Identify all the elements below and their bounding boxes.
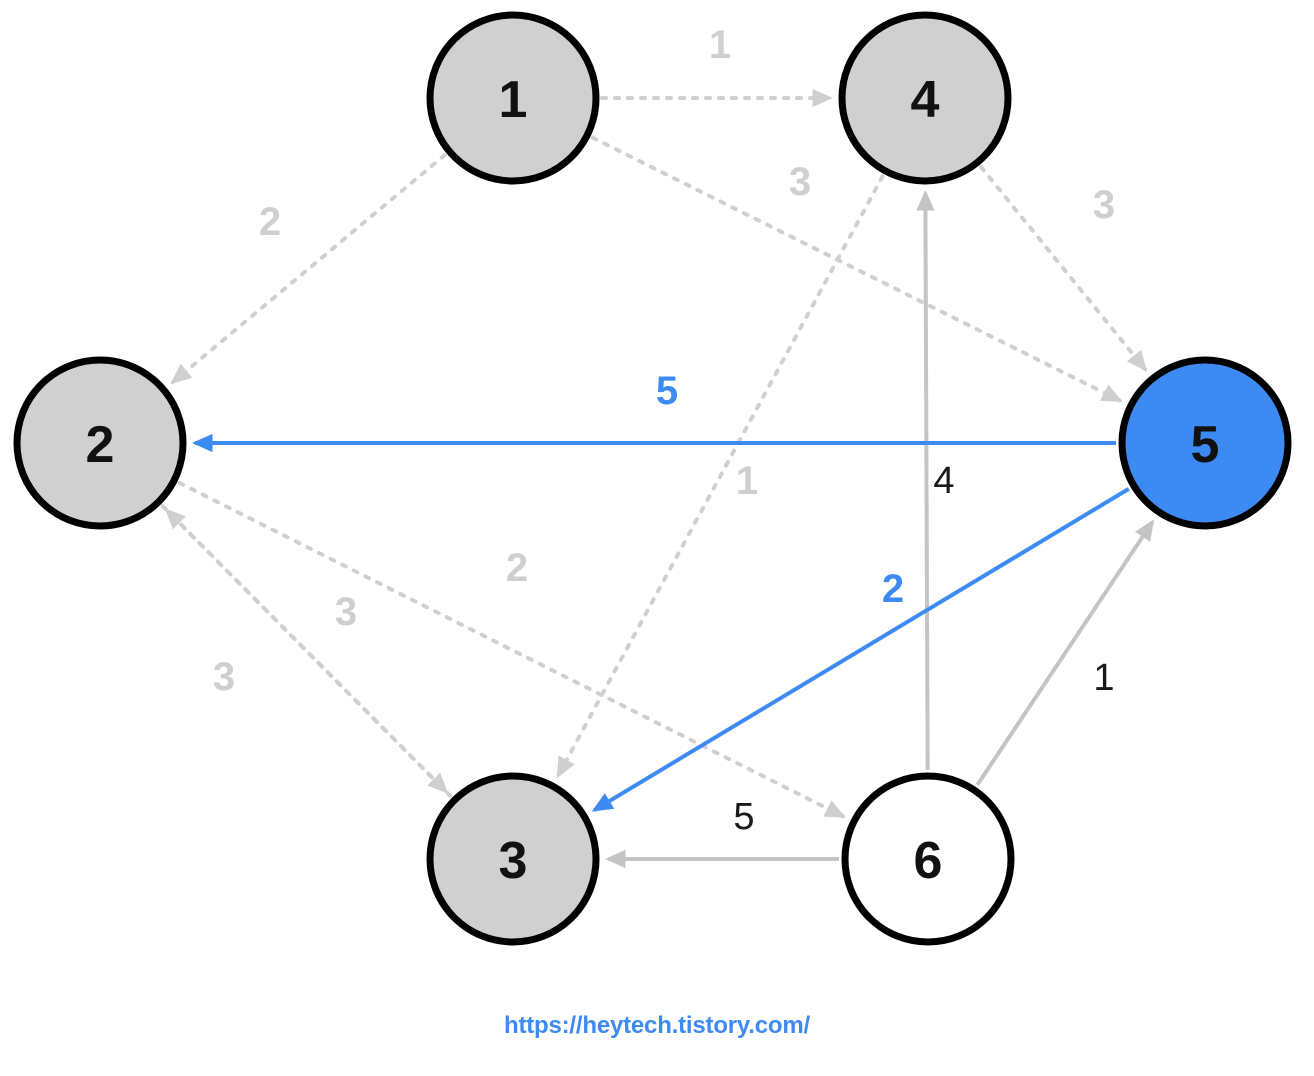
node-circle-5[interactable] bbox=[1118, 356, 1292, 530]
edge-weight-4-5: 3 bbox=[1093, 183, 1115, 227]
graph-node-3[interactable]: 3 bbox=[426, 772, 600, 946]
source-url-label[interactable]: https://heytech.tistory.com/ bbox=[503, 1012, 810, 1039]
graph-node-4[interactable]: 4 bbox=[838, 11, 1012, 185]
edge-weight-6-5: 1 bbox=[1093, 657, 1114, 699]
node-circle-2[interactable] bbox=[13, 356, 187, 530]
edge-weight-5-2: 5 bbox=[656, 369, 678, 413]
graph-node-6[interactable]: 6 bbox=[841, 772, 1015, 946]
node-label-3: 3 bbox=[499, 832, 528, 890]
node-label-5: 5 bbox=[1191, 416, 1220, 474]
edge-weight-6-4: 4 bbox=[933, 460, 954, 502]
edge-layer bbox=[160, 88, 1155, 869]
graph-node-2[interactable]: 2 bbox=[13, 356, 187, 530]
node-circle-3[interactable] bbox=[426, 772, 600, 946]
node-label-1: 1 bbox=[499, 71, 528, 129]
edge-4-to-3 bbox=[556, 174, 885, 779]
edge-weight-1-4: 1 bbox=[709, 23, 731, 67]
edge-1-to-2 bbox=[170, 153, 447, 385]
edge-label-layer: 1 2 3 3 1 2 3 3 4 5 1 5 2 bbox=[213, 23, 1115, 838]
edge-weight-6-3: 5 bbox=[733, 796, 754, 838]
graph-node-5[interactable]: 5 bbox=[1118, 356, 1292, 530]
node-label-4: 4 bbox=[911, 71, 940, 129]
graph-node-1[interactable]: 1 bbox=[426, 11, 600, 185]
edge-5-to-3 bbox=[591, 487, 1130, 812]
edge-weight-2-3: 3 bbox=[335, 590, 357, 634]
node-circle-4[interactable] bbox=[838, 11, 1012, 185]
edge-6-to-4 bbox=[916, 189, 935, 771]
edge-4-to-5 bbox=[979, 165, 1148, 372]
edge-weight-3-2: 3 bbox=[213, 655, 235, 699]
edge-1-to-5 bbox=[590, 135, 1123, 403]
edge-weight-1-2: 2 bbox=[259, 200, 281, 244]
edge-3-to-2 bbox=[164, 508, 453, 798]
node-label-6: 6 bbox=[914, 832, 943, 890]
edge-weight-4-3: 1 bbox=[736, 459, 758, 503]
node-circle-1[interactable] bbox=[426, 11, 600, 185]
edge-2-to-6 bbox=[177, 480, 846, 819]
node-label-2: 2 bbox=[86, 416, 115, 474]
node-circle-6[interactable] bbox=[841, 772, 1015, 946]
edge-weight-2-6: 2 bbox=[506, 546, 528, 590]
node-layer: 1 2 3 4 5 6 bbox=[13, 11, 1292, 946]
edge-6-to-5 bbox=[975, 519, 1155, 787]
edge-weight-5-3: 2 bbox=[882, 567, 904, 611]
edge-weight-1-5: 3 bbox=[789, 160, 811, 204]
